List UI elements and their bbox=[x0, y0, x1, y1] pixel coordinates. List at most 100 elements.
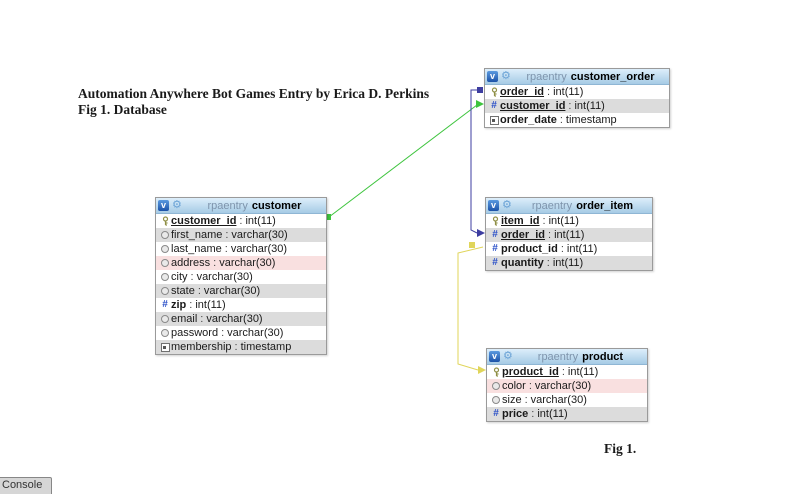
field-row[interactable]: state:varchar(30) bbox=[156, 284, 326, 298]
field-name: password bbox=[171, 327, 219, 339]
schema-name: rpaentry bbox=[537, 350, 579, 363]
relation-customer-to-customer_order[interactable] bbox=[325, 100, 484, 220]
numeric-field-icon: # bbox=[491, 100, 497, 111]
figure-caption: Fig 1. bbox=[604, 441, 637, 456]
field-type: int(11) bbox=[566, 243, 598, 255]
toggle-columns-icon[interactable]: v bbox=[489, 351, 500, 362]
timestamp-field-icon bbox=[160, 342, 170, 352]
field-name: quantity bbox=[501, 257, 544, 269]
field-type: int(11) bbox=[195, 299, 226, 311]
field-row[interactable]: # zip:int(11) bbox=[162, 299, 226, 311]
field-row[interactable]: # price:int(11) bbox=[487, 407, 647, 421]
field-row[interactable]: # order_id:int(11) bbox=[486, 228, 652, 242]
field-row[interactable]: email:varchar(30) bbox=[156, 312, 326, 326]
primary-key-icon bbox=[491, 87, 497, 97]
text-field-icon bbox=[161, 231, 169, 239]
table-name: product bbox=[582, 350, 624, 363]
field-row[interactable]: address:varchar(30) bbox=[156, 256, 326, 270]
field-name: product_id bbox=[501, 243, 558, 255]
table-name: customer_order bbox=[570, 70, 655, 83]
field-name: order_id bbox=[501, 229, 546, 241]
schema-name: rpaentry bbox=[531, 199, 573, 212]
field-row[interactable]: order_id:int(11) bbox=[485, 85, 669, 99]
field-row[interactable]: # customer_id:int(11) bbox=[485, 99, 669, 113]
field-name: color bbox=[502, 380, 526, 392]
document-title-line2: Fig 1. Database bbox=[78, 102, 167, 117]
text-field-icon bbox=[161, 287, 169, 295]
field-type: int(11) bbox=[574, 100, 605, 112]
table-options-gear-icon[interactable]: ⚙ bbox=[502, 199, 512, 211]
text-field-icon bbox=[161, 259, 169, 267]
field-type: int(11) bbox=[553, 86, 584, 98]
table-options-gear-icon[interactable]: ⚙ bbox=[172, 199, 182, 211]
numeric-field-icon: # bbox=[492, 229, 498, 240]
table-options-gear-icon[interactable]: ⚙ bbox=[501, 70, 511, 82]
field-type: varchar(30) bbox=[203, 285, 261, 297]
relation-order_item-to-product[interactable] bbox=[457, 242, 486, 374]
document-title-line1: Automation Anywhere Bot Games Entry by E… bbox=[78, 86, 430, 101]
field-row[interactable]: color:varchar(30) bbox=[487, 379, 647, 393]
field-row[interactable]: password:varchar(30) bbox=[156, 326, 326, 340]
field-type: varchar(30) bbox=[196, 271, 253, 283]
field-row[interactable]: first_name:varchar(30) bbox=[156, 228, 326, 242]
field-name: membership bbox=[171, 341, 232, 353]
field-type: int(11) bbox=[548, 215, 579, 227]
field-row[interactable]: customer_id:int(11) bbox=[156, 214, 326, 228]
text-field-icon bbox=[492, 396, 500, 404]
document-title: Automation Anywhere Bot Games Entry by E… bbox=[78, 86, 429, 118]
field-row[interactable]: # quantity:int(11) bbox=[486, 256, 652, 270]
table-name: order_item bbox=[576, 199, 634, 212]
field-type: int(11) bbox=[554, 229, 585, 241]
text-field-icon bbox=[161, 329, 169, 337]
field-row[interactable]: size:varchar(30) bbox=[487, 393, 647, 407]
field-type: timestamp bbox=[240, 341, 292, 353]
field-type: int(11) bbox=[537, 408, 568, 420]
field-type: int(11) bbox=[567, 366, 599, 378]
primary-key-icon bbox=[493, 367, 499, 377]
field-row[interactable]: item_id:int(11) bbox=[486, 214, 652, 228]
schema-name: rpaentry bbox=[207, 199, 248, 212]
numeric-field-icon: # bbox=[162, 299, 168, 310]
field-type: varchar(30) bbox=[231, 229, 288, 241]
field-row[interactable]: order_date:timestamp bbox=[485, 113, 669, 127]
field-name: zip bbox=[171, 299, 187, 311]
field-name: customer_id bbox=[500, 100, 566, 112]
field-type: int(11) bbox=[245, 215, 276, 227]
field-name: email bbox=[171, 313, 198, 325]
field-name: order_id bbox=[500, 86, 545, 98]
relation-customer_order-to-order_item[interactable] bbox=[470, 87, 485, 237]
table-options-gear-icon[interactable]: ⚙ bbox=[503, 350, 513, 362]
field-row[interactable]: city:varchar(30) bbox=[156, 270, 326, 284]
field-type: varchar(30) bbox=[530, 394, 587, 406]
field-row[interactable]: last_name:varchar(30) bbox=[156, 242, 326, 256]
console-tab[interactable]: Console bbox=[0, 477, 53, 494]
numeric-field-icon: # bbox=[492, 257, 498, 268]
field-type: timestamp bbox=[565, 114, 617, 126]
field-row[interactable]: # product_id:int(11) bbox=[492, 243, 598, 255]
field-type: varchar(30) bbox=[227, 327, 284, 339]
field-type: varchar(30) bbox=[219, 257, 276, 269]
primary-key-icon bbox=[492, 216, 498, 226]
field-name: city bbox=[171, 271, 188, 283]
field-type: varchar(30) bbox=[230, 243, 288, 255]
toggle-columns-icon[interactable]: v bbox=[158, 200, 169, 211]
field-row[interactable]: product_id:int(11) bbox=[487, 365, 647, 379]
timestamp-field-icon bbox=[489, 115, 499, 125]
toggle-columns-icon[interactable]: v bbox=[487, 71, 498, 82]
field-name: customer_id bbox=[171, 215, 237, 227]
table-name: customer bbox=[251, 199, 302, 212]
toggle-columns-icon[interactable]: v bbox=[488, 200, 499, 211]
field-name: state bbox=[171, 285, 195, 297]
field-row[interactable]: membership:timestamp bbox=[156, 340, 326, 354]
field-type: int(11) bbox=[552, 257, 584, 269]
